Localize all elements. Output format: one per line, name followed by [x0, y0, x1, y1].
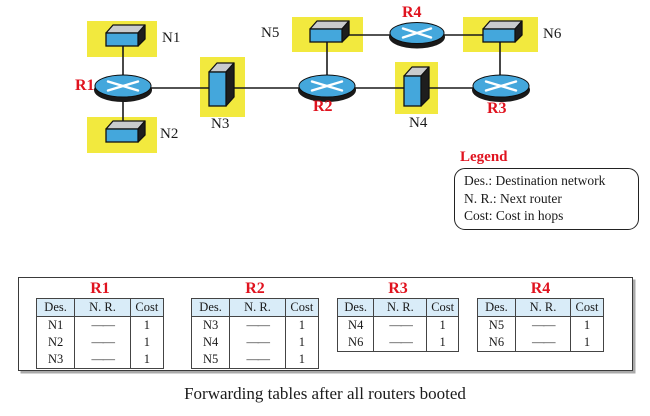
col-header-nr: N. R.	[515, 298, 572, 317]
legend-title: Legend	[460, 149, 508, 165]
network-icon-n4	[403, 66, 430, 107]
cost-cell: 1	[298, 335, 305, 349]
dest-cell: N4	[191, 334, 231, 351]
dest-cell: N6	[337, 334, 375, 352]
forwarding-table-r3: R3 Des. N. R. Cost N4 —— 1 N6 ——	[337, 280, 459, 352]
forwarding-table-r2: R2 Des. N. R. Cost N3 —— 1 N4 ——	[191, 280, 319, 369]
next-router-cell: ——	[229, 316, 286, 334]
table-title-r2: R2	[245, 280, 265, 297]
col-header-nr: N. R.	[229, 298, 286, 317]
network-topology-canvas	[87, 17, 538, 153]
col-header-des: Des.	[36, 298, 76, 317]
table-title-r1: R1	[90, 280, 110, 297]
cost-cell: 1	[143, 352, 150, 366]
cost-cell: 1	[298, 352, 305, 366]
router-icon-r4	[389, 22, 445, 49]
router-icon-r3	[472, 74, 530, 102]
legend-line-nr: N. R.: Next router	[464, 190, 562, 206]
table-r1: Des. N. R. Cost N1 —— 1 N2 —— 1	[36, 298, 164, 369]
dest-cell: N3	[191, 316, 231, 334]
col-header-cost: Cost	[285, 298, 319, 317]
forwarding-table-r4: R4 Des. N. R. Cost N5 —— 1 N6 ——	[477, 280, 604, 352]
dest-cell: N1	[36, 316, 76, 334]
dest-cell: N2	[36, 334, 76, 351]
col-header-cost: Cost	[130, 298, 164, 317]
forwarding-table-r1: R1 Des. N. R. Cost N1 —— 1 N2 ——	[36, 280, 164, 369]
table-r2: Des. N. R. Cost N3 —— 1 N4 —— 1	[191, 298, 319, 369]
next-router-cell: ——	[515, 316, 572, 334]
legend-line-des: Des.: Destination network	[464, 173, 606, 188]
cost-cell: 1	[143, 318, 150, 332]
router-label-r3: R3	[487, 100, 507, 117]
table-r3: Des. N. R. Cost N4 —— 1 N6 —— 1	[337, 298, 459, 352]
router-label-r2: R2	[313, 98, 333, 115]
network-label-n3: N3	[211, 116, 230, 132]
figure-caption: Forwarding tables after all routers boot…	[184, 384, 466, 403]
cost-cell: 1	[583, 318, 591, 332]
router-label-r1: R1	[75, 77, 95, 94]
dest-cell: N5	[477, 316, 516, 334]
col-header-des: Des.	[477, 298, 516, 317]
col-header-des: Des.	[337, 298, 375, 317]
col-header-cost: Cost	[426, 298, 459, 317]
table-row: N4 —— 1	[337, 316, 459, 334]
next-router-cell: ——	[74, 334, 131, 351]
header-row: Des. N. R. Cost	[337, 298, 459, 317]
table-row: N6 —— 1	[477, 334, 604, 352]
next-router-cell: ——	[373, 334, 428, 352]
network-label-n5: N5	[261, 25, 280, 41]
network-icon-n1	[105, 24, 146, 47]
next-router-cell: ——	[515, 334, 572, 352]
table-row: N3 —— 1	[191, 316, 319, 334]
legend-box: Des.: Destination network N. R.: Next ro…	[454, 168, 639, 230]
table-r4: Des. N. R. Cost N5 —— 1 N6 —— 1	[477, 298, 604, 352]
network-icon-n5	[309, 20, 350, 43]
forwarding-tables-panel: R1 Des. N. R. Cost N1 —— 1 N2 ——	[18, 277, 633, 371]
table-row: N5 —— 1	[477, 316, 604, 334]
legend-line-cost: Cost: Cost in hops	[464, 208, 564, 224]
network-label-n2: N2	[160, 126, 179, 142]
table-row: N4 —— 1	[191, 334, 319, 351]
table-row: N2 —— 1	[36, 334, 164, 351]
header-row: Des. N. R. Cost	[191, 298, 319, 317]
router-icon-r2	[298, 74, 356, 102]
router-label-r4: R4	[402, 4, 422, 21]
next-router-cell: ——	[229, 351, 286, 369]
col-header-des: Des.	[191, 298, 231, 317]
dest-cell: N5	[191, 351, 231, 369]
table-row: N6 —— 1	[337, 334, 459, 352]
cost-cell: 1	[439, 335, 446, 349]
dest-cell: N4	[337, 316, 375, 334]
cost-cell: 1	[143, 335, 150, 349]
next-router-cell: ——	[74, 351, 131, 369]
cost-cell: 1	[298, 318, 305, 332]
col-header-nr: N. R.	[373, 298, 428, 317]
dest-cell: N3	[36, 351, 76, 369]
col-header-cost: Cost	[570, 298, 604, 317]
cost-cell: 1	[583, 335, 591, 349]
next-router-cell: ——	[74, 316, 131, 334]
table-row: N5 —— 1	[191, 351, 319, 369]
table-row: N1 —— 1	[36, 316, 164, 334]
network-icon-n6	[482, 20, 523, 43]
cost-cell: 1	[439, 318, 446, 332]
table-title-r3: R3	[388, 280, 408, 297]
header-row: Des. N. R. Cost	[36, 298, 164, 317]
dest-cell: N6	[477, 334, 516, 352]
header-row: Des. N. R. Cost	[477, 298, 604, 317]
network-label-n4: N4	[409, 115, 428, 131]
next-router-cell: ——	[373, 316, 428, 334]
router-icon-r1	[94, 74, 152, 102]
network-icon-n2	[105, 120, 146, 143]
network-label-n6: N6	[543, 26, 562, 42]
table-row: N3 —— 1	[36, 351, 164, 369]
next-router-cell: ——	[229, 334, 286, 351]
col-header-nr: N. R.	[74, 298, 131, 317]
network-label-n1: N1	[162, 30, 181, 46]
table-title-r4: R4	[530, 280, 551, 297]
network-icon-n3	[208, 62, 235, 107]
